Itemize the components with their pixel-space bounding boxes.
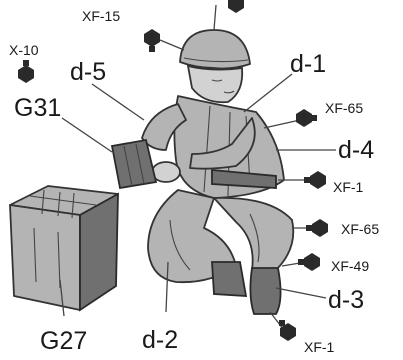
ammo-box-illustration [9,185,119,312]
label-d4: d-4 [338,136,374,164]
paint-chip-icon-x10 [18,60,34,83]
label-xf49: XF-49 [331,258,369,274]
label-xf1-mid: XF-1 [333,179,364,195]
leader-g31 [61,117,113,153]
paint-chip-icon-xf15 [144,29,160,52]
leader-d3 [275,287,327,299]
paint-chip-icon-xf65-low [306,219,328,237]
leader-d5 [91,83,145,121]
label-g31: G31 [14,94,61,122]
label-xf15: XF-15 [82,8,120,24]
label-d3: d-3 [328,286,364,314]
callout-labels: XF-15 X-10 d-5 G31 d-1 XF-65 d-4 XF-1 XF… [9,8,379,355]
soldier-figure [110,29,295,315]
leader-d1 [243,73,293,113]
leader-xf15 [159,39,185,51]
label-d5: d-5 [70,58,106,86]
label-x10: X-10 [9,42,39,58]
paint-chips [18,0,328,341]
leader-xf65-top [263,119,301,129]
paint-chip-icon-xf65-top [296,109,317,127]
label-d1: d-1 [290,50,326,78]
label-d2: d-2 [142,326,178,354]
label-g27: G27 [40,327,87,355]
paint-chip-icon-xf1-mid [304,171,326,189]
leader-d2 [165,261,169,313]
leader-top-chip [213,4,217,31]
label-xf65-top: XF-65 [325,100,363,116]
label-xf1-bottom: XF-1 [304,339,335,355]
paint-chip-icon-xf49 [298,253,320,271]
paint-chip-icon-xf1-bottom [279,320,296,341]
label-xf65-low: XF-65 [341,221,379,237]
leader-g27 [59,279,65,317]
paint-chip-icon-top [228,0,244,13]
